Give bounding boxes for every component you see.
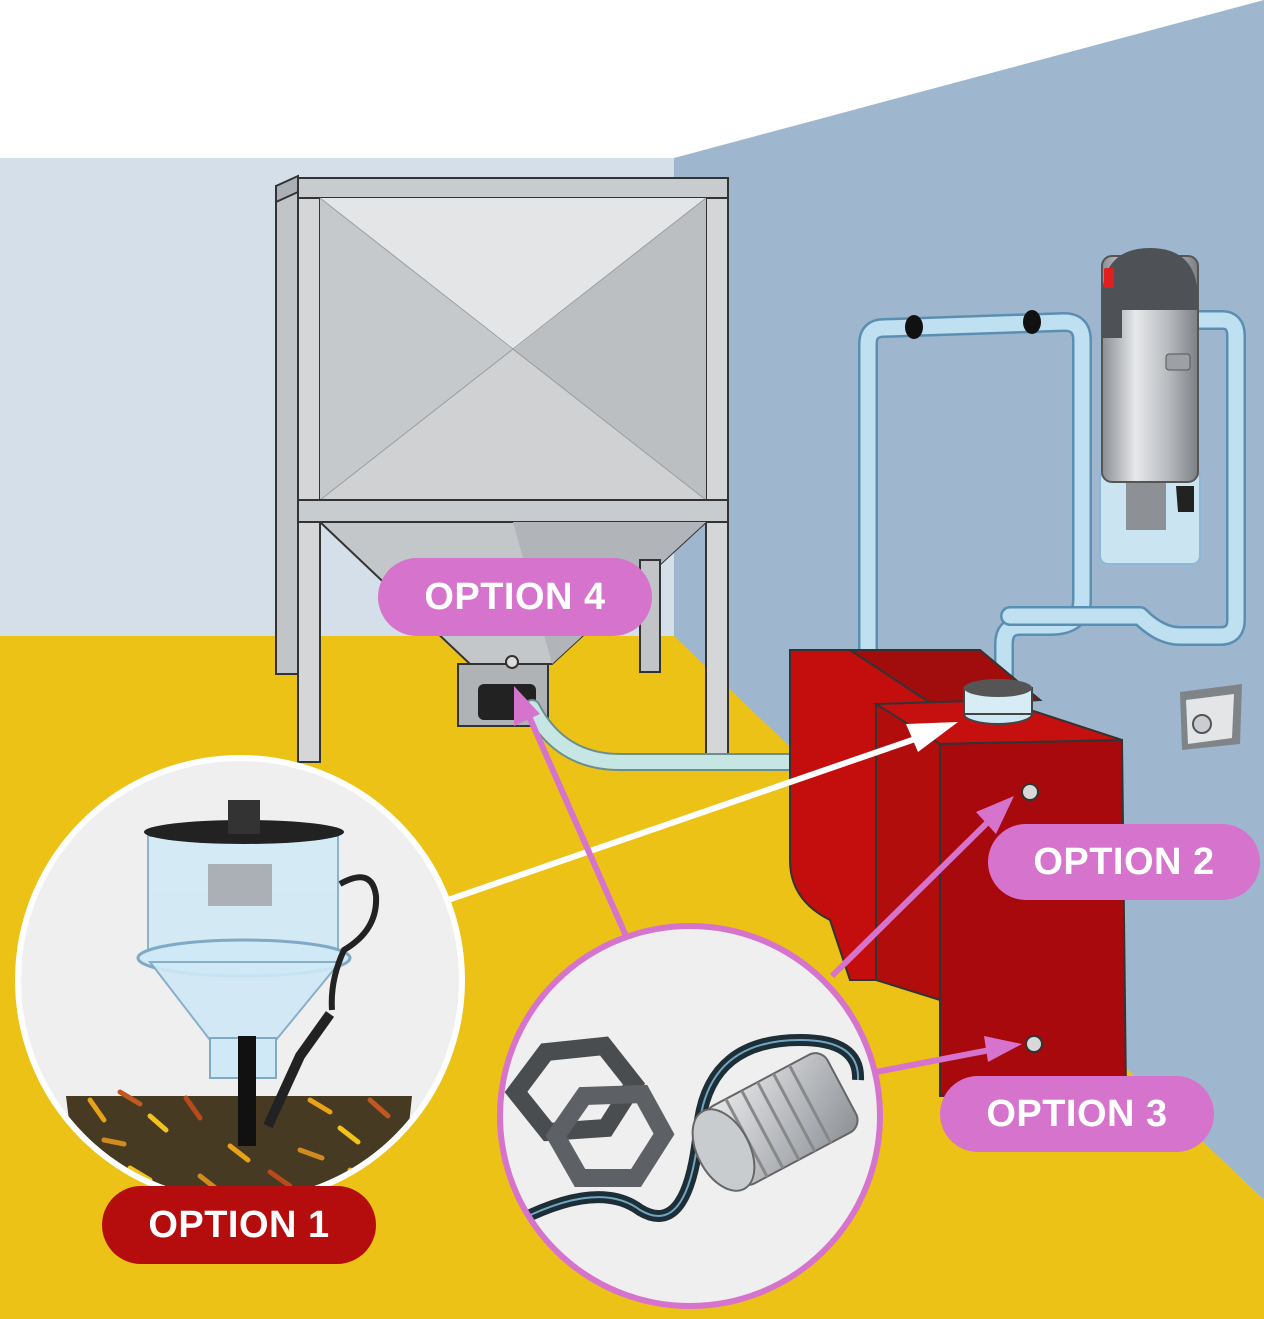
pellet-boiler <box>789 649 1128 1098</box>
vacuum-pipes <box>523 310 1246 771</box>
wall-socket <box>1180 684 1242 750</box>
option2-sensor-port <box>1021 783 1039 801</box>
option3-sensor-port <box>1025 1035 1043 1053</box>
pellet-silo <box>275 174 729 763</box>
option-3-label: OPTION 3 <box>940 1076 1214 1152</box>
capacitive-sensor-inset-circle <box>497 923 883 1309</box>
option4-sensor-port <box>505 655 519 669</box>
option1-inset-circle <box>15 755 465 1205</box>
option-1-label: OPTION 1 <box>102 1186 376 1264</box>
option-2-label: OPTION 2 <box>988 824 1260 900</box>
vacuum-unit <box>1099 248 1201 565</box>
option-4-label: OPTION 4 <box>378 558 652 636</box>
pointer-arrows <box>447 686 1022 1075</box>
